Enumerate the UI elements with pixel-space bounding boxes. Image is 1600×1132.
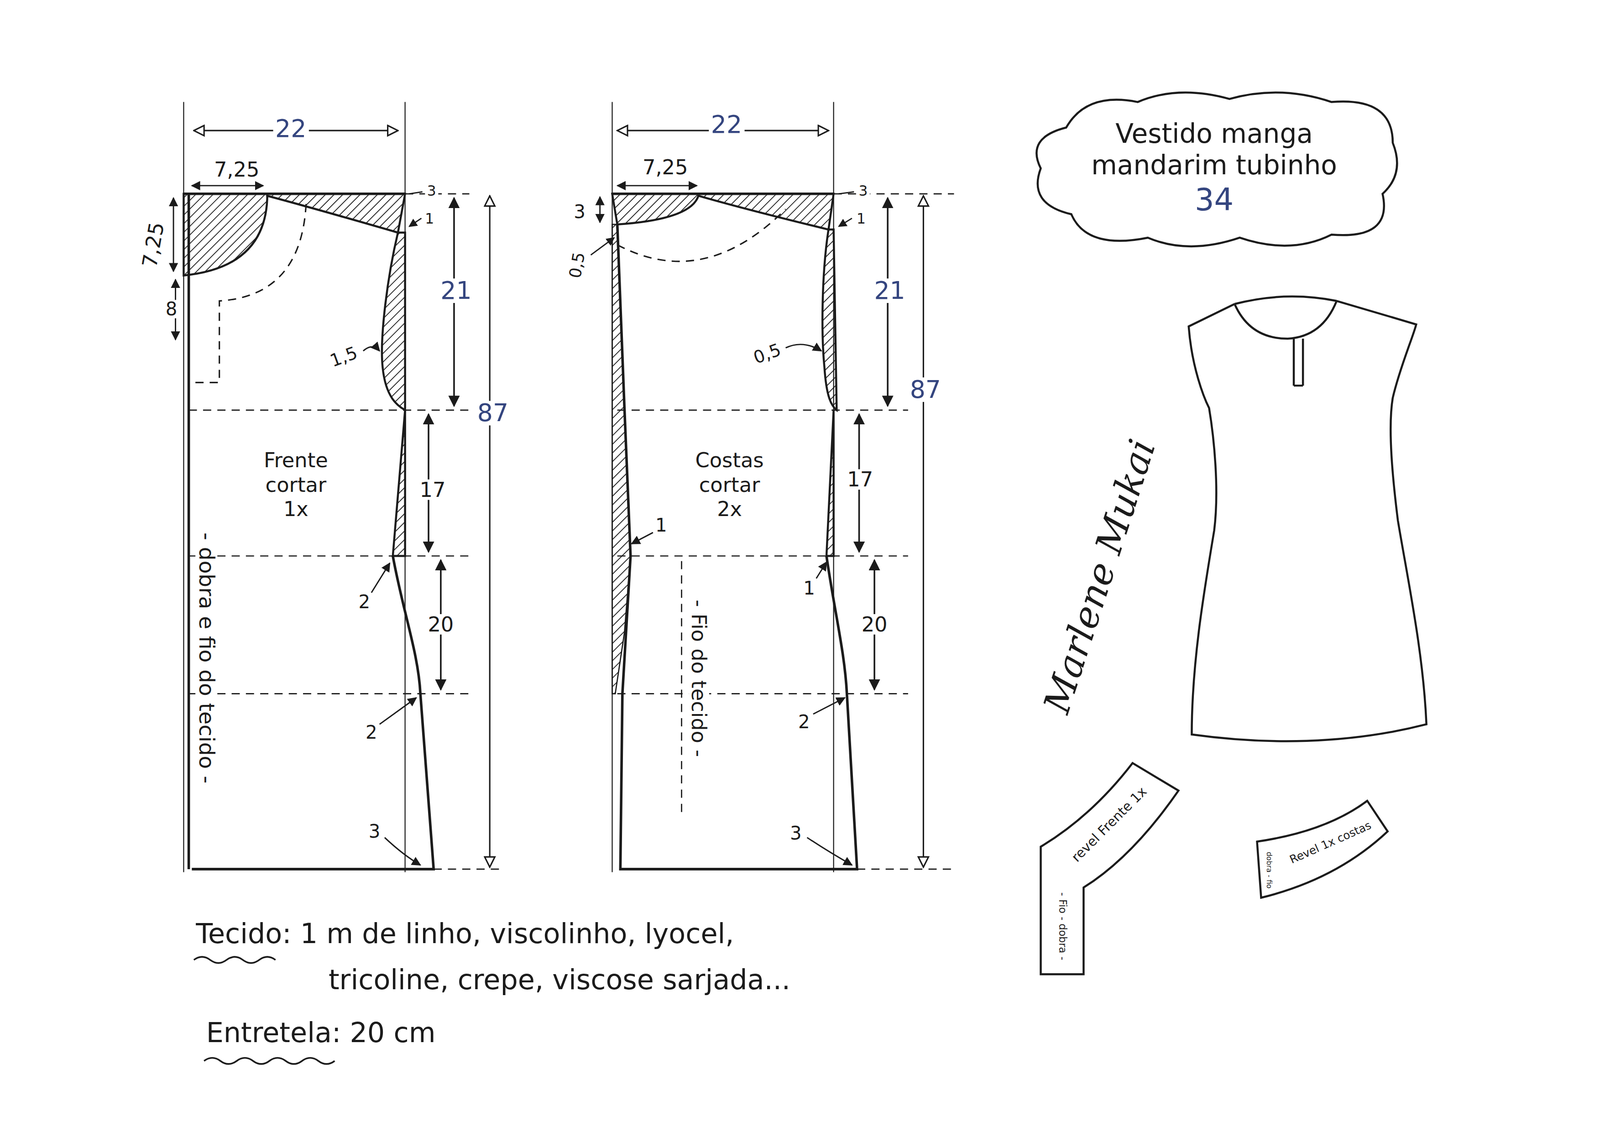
grain-note: - dobra e fio do tecido - bbox=[195, 530, 217, 786]
leader-line bbox=[807, 837, 853, 866]
dimension-label: 1 bbox=[653, 516, 670, 535]
leader-line bbox=[384, 837, 421, 866]
waist-cut bbox=[392, 410, 406, 557]
guide-line bbox=[183, 102, 405, 873]
armhole-cut bbox=[822, 229, 837, 411]
piece-name: Revel 1x costas bbox=[1288, 819, 1374, 866]
dashed-guide bbox=[617, 193, 955, 870]
dimension-label: 0,5 bbox=[749, 340, 785, 368]
dimension-line bbox=[599, 197, 601, 223]
dimension-label: 7,25 bbox=[138, 218, 168, 272]
signature: Marlene Mukai bbox=[1037, 433, 1162, 720]
dimension-label: 22 bbox=[273, 116, 309, 142]
leader-line bbox=[813, 697, 845, 715]
piece-name: revel Frente 1x bbox=[1069, 784, 1150, 865]
back-facing-piece: Revel 1x costas dobra - fio bbox=[1253, 795, 1391, 904]
dimension-label: 1 bbox=[854, 211, 868, 226]
dimension-label: 1 bbox=[423, 211, 437, 226]
fabric-note: Tecido: 1 m de linho, viscolinho, lyocel… bbox=[193, 920, 737, 948]
leader-line bbox=[631, 532, 654, 544]
neck-slit bbox=[1293, 338, 1303, 386]
dimension-label: 3 bbox=[856, 183, 870, 198]
fabric-note: tricoline, crepe, viscose sarjada... bbox=[326, 965, 793, 994]
dimension-label: 2 bbox=[356, 592, 373, 612]
interfacing-note: Entretela: 20 cm bbox=[203, 1018, 438, 1046]
shoulder-cut bbox=[699, 193, 834, 230]
leader-line bbox=[371, 563, 390, 593]
dimension-label: 2 bbox=[363, 723, 380, 742]
leader-line bbox=[838, 191, 855, 227]
dimension-line bbox=[191, 184, 264, 187]
waist-cut bbox=[826, 410, 834, 557]
dimension-label: 0,5 bbox=[566, 249, 589, 282]
back-piece bbox=[590, 102, 955, 873]
outline-path bbox=[1036, 92, 1397, 247]
grain-note: dobra - fio bbox=[1264, 852, 1272, 889]
leader-line bbox=[363, 346, 380, 351]
dimension-label: 1,5 bbox=[325, 343, 362, 371]
dimension-label: 22 bbox=[708, 112, 744, 137]
outline-path bbox=[1257, 800, 1388, 898]
front-facing-piece: revel Frente 1x - Fio - dobra - bbox=[1035, 754, 1189, 980]
piece-name: Costas cortar 2x bbox=[686, 448, 774, 522]
dimension-label: 20 bbox=[859, 614, 890, 635]
dimension-label: 8 bbox=[163, 299, 180, 319]
grain-note: - Fio - dobra - bbox=[1056, 892, 1067, 961]
grain-note: - Fio do tecido - bbox=[688, 597, 710, 760]
outline-path bbox=[1040, 763, 1179, 975]
size-number: 34 bbox=[1194, 181, 1234, 219]
neck-cut bbox=[183, 193, 267, 276]
shoulder-cut bbox=[267, 193, 406, 233]
wavy-underline bbox=[193, 956, 335, 1065]
leader-line bbox=[409, 191, 423, 227]
dimension-line bbox=[172, 198, 175, 272]
side-seam bbox=[191, 556, 434, 870]
leader-line bbox=[590, 237, 615, 256]
wavy-underline bbox=[203, 1058, 335, 1065]
dimension-line bbox=[922, 195, 925, 868]
dashed-guide bbox=[188, 193, 506, 870]
dimension-label: 87 bbox=[475, 401, 511, 426]
dimension-label: 7,25 bbox=[211, 159, 262, 180]
dimension-label: 3 bbox=[424, 183, 439, 198]
dimension-label: 21 bbox=[438, 278, 474, 304]
dimension-label: 17 bbox=[845, 469, 876, 490]
dimension-label: 17 bbox=[417, 479, 448, 501]
collar bbox=[1234, 296, 1337, 339]
front-piece-label: Frente cortar 1x bbox=[219, 420, 373, 550]
leader-line bbox=[816, 562, 827, 579]
dimension-label: 87 bbox=[907, 377, 943, 403]
fold-edge bbox=[187, 193, 191, 870]
dimension-label: 2 bbox=[796, 713, 813, 732]
neck-cut bbox=[611, 193, 699, 225]
leader-line bbox=[379, 697, 417, 725]
title-text: Vestido manga mandarim tubinho bbox=[1066, 118, 1362, 182]
leader-line bbox=[785, 344, 822, 351]
piece-name: Frente cortar 1x bbox=[252, 448, 340, 522]
dimension-line bbox=[617, 184, 697, 187]
dimension-label: 21 bbox=[872, 278, 908, 304]
wavy-underline bbox=[193, 956, 276, 963]
dimension-label: 3 bbox=[788, 824, 805, 843]
facing-outline bbox=[191, 203, 306, 383]
dimension-label: 3 bbox=[571, 203, 588, 222]
grain-line bbox=[680, 561, 683, 817]
dimension-label: 20 bbox=[425, 614, 456, 635]
dimension-line bbox=[489, 195, 491, 868]
dimension-label: 7,25 bbox=[640, 156, 691, 178]
piece-outline bbox=[617, 224, 858, 870]
dimension-label: 3 bbox=[366, 822, 383, 841]
back-piece-label: Costas cortar 2x bbox=[653, 420, 806, 550]
dress-sketch bbox=[1188, 296, 1427, 742]
front-piece bbox=[173, 102, 506, 873]
title-cloud: Vestido manga mandarim tubinho34 bbox=[1025, 86, 1403, 251]
armhole-cut bbox=[381, 232, 406, 411]
facing-outline bbox=[617, 209, 786, 262]
dress-outline bbox=[1188, 301, 1427, 742]
guide-line bbox=[611, 102, 834, 873]
dimension-label: 1 bbox=[801, 579, 818, 598]
